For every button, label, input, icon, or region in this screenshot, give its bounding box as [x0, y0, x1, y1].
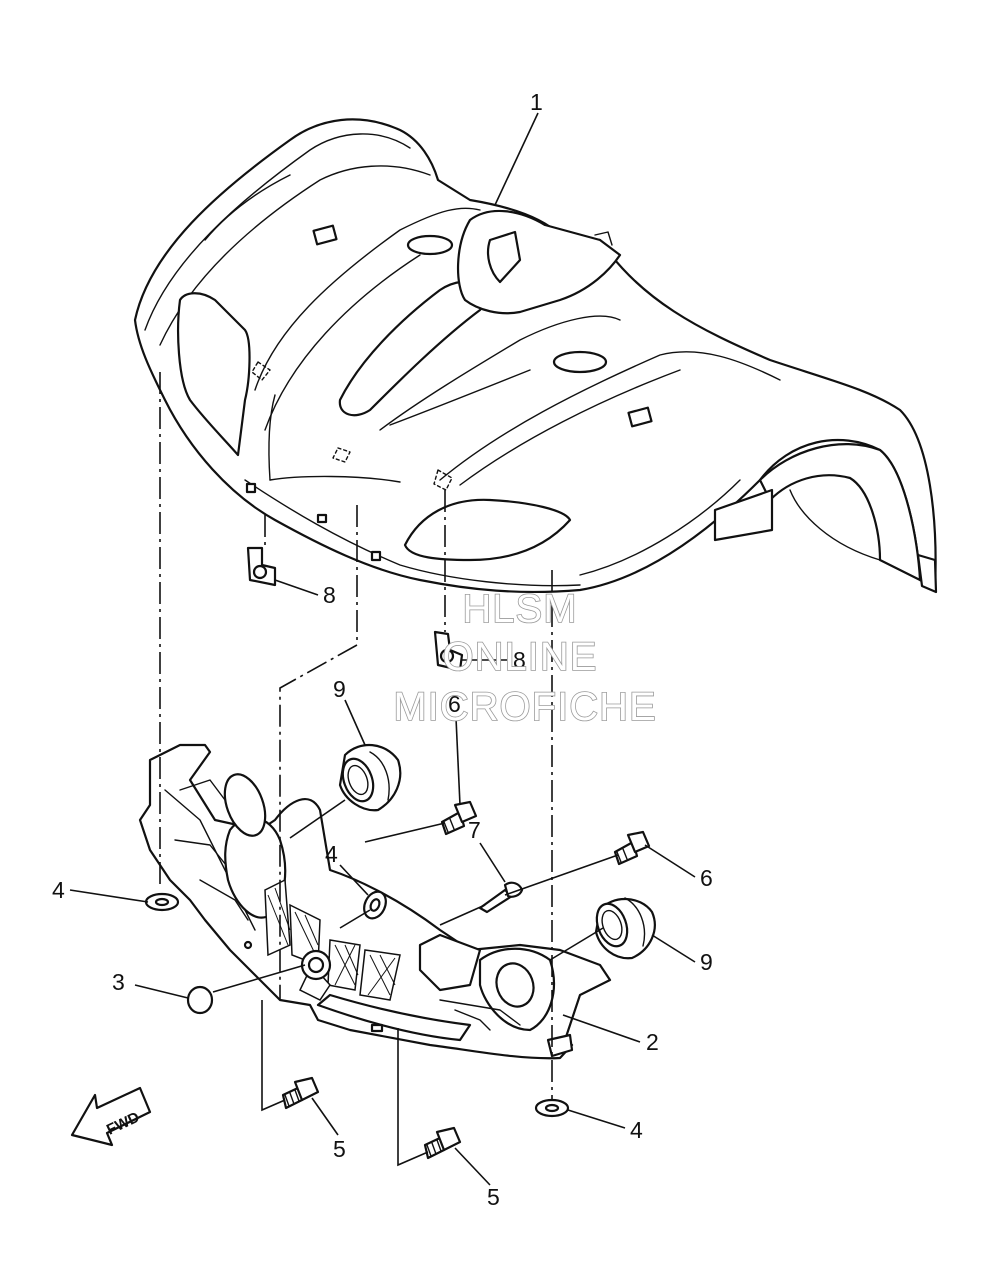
callouts: 1 2 3 4 4 4 5 5 6 6 7 8 8 9 9	[52, 89, 713, 1210]
callout-5-left: 5	[333, 1136, 346, 1162]
front-fender-part-1[interactable]	[133, 118, 938, 594]
callout-8-left: 8	[323, 582, 336, 608]
callout-9-upper: 9	[333, 676, 346, 702]
cap-part-3[interactable]	[186, 985, 214, 1015]
callout-6-upper: 6	[448, 691, 461, 717]
grommet-part-4-right[interactable]	[534, 1098, 570, 1118]
fwd-direction-arrow: FWD	[70, 1086, 152, 1147]
boot-part-9-upper[interactable]	[337, 743, 402, 812]
watermark-line-3: MICROFICHE	[393, 685, 656, 729]
bolt-part-5-right[interactable]	[423, 1126, 462, 1160]
callout-5-right: 5	[487, 1184, 500, 1210]
bolt-part-5-left[interactable]	[281, 1076, 320, 1110]
assembly-lines	[159, 372, 619, 1167]
rivet-part-7[interactable]	[478, 881, 524, 914]
callout-4-center: 4	[325, 841, 338, 867]
grommet-part-4-center[interactable]	[360, 888, 390, 922]
watermark: HLSM ONLINE MICROFICHE	[393, 586, 657, 730]
callout-1: 1	[530, 89, 543, 115]
nut-part-8-right[interactable]	[433, 630, 464, 672]
grille-mesh	[264, 878, 401, 1001]
callout-7: 7	[468, 817, 481, 843]
callout-2: 2	[646, 1029, 659, 1055]
grommet-part-4-left[interactable]	[144, 892, 180, 912]
boot-part-9-right[interactable]	[591, 897, 656, 960]
nut-part-8-left[interactable]	[246, 546, 277, 587]
callout-leaders	[69, 112, 696, 1186]
bolt-part-6-upper[interactable]	[440, 800, 478, 836]
callout-9-right: 9	[700, 949, 713, 975]
callout-4-right: 4	[630, 1117, 643, 1143]
callout-3: 3	[112, 969, 125, 995]
bolt-part-6-right[interactable]	[613, 830, 651, 866]
callout-6-right: 6	[700, 865, 713, 891]
callout-8-right: 8	[513, 647, 526, 673]
watermark-line-1: HLSM	[462, 587, 577, 631]
callout-4-left: 4	[52, 877, 65, 903]
watermark-line-2: ONLINE	[443, 635, 598, 679]
